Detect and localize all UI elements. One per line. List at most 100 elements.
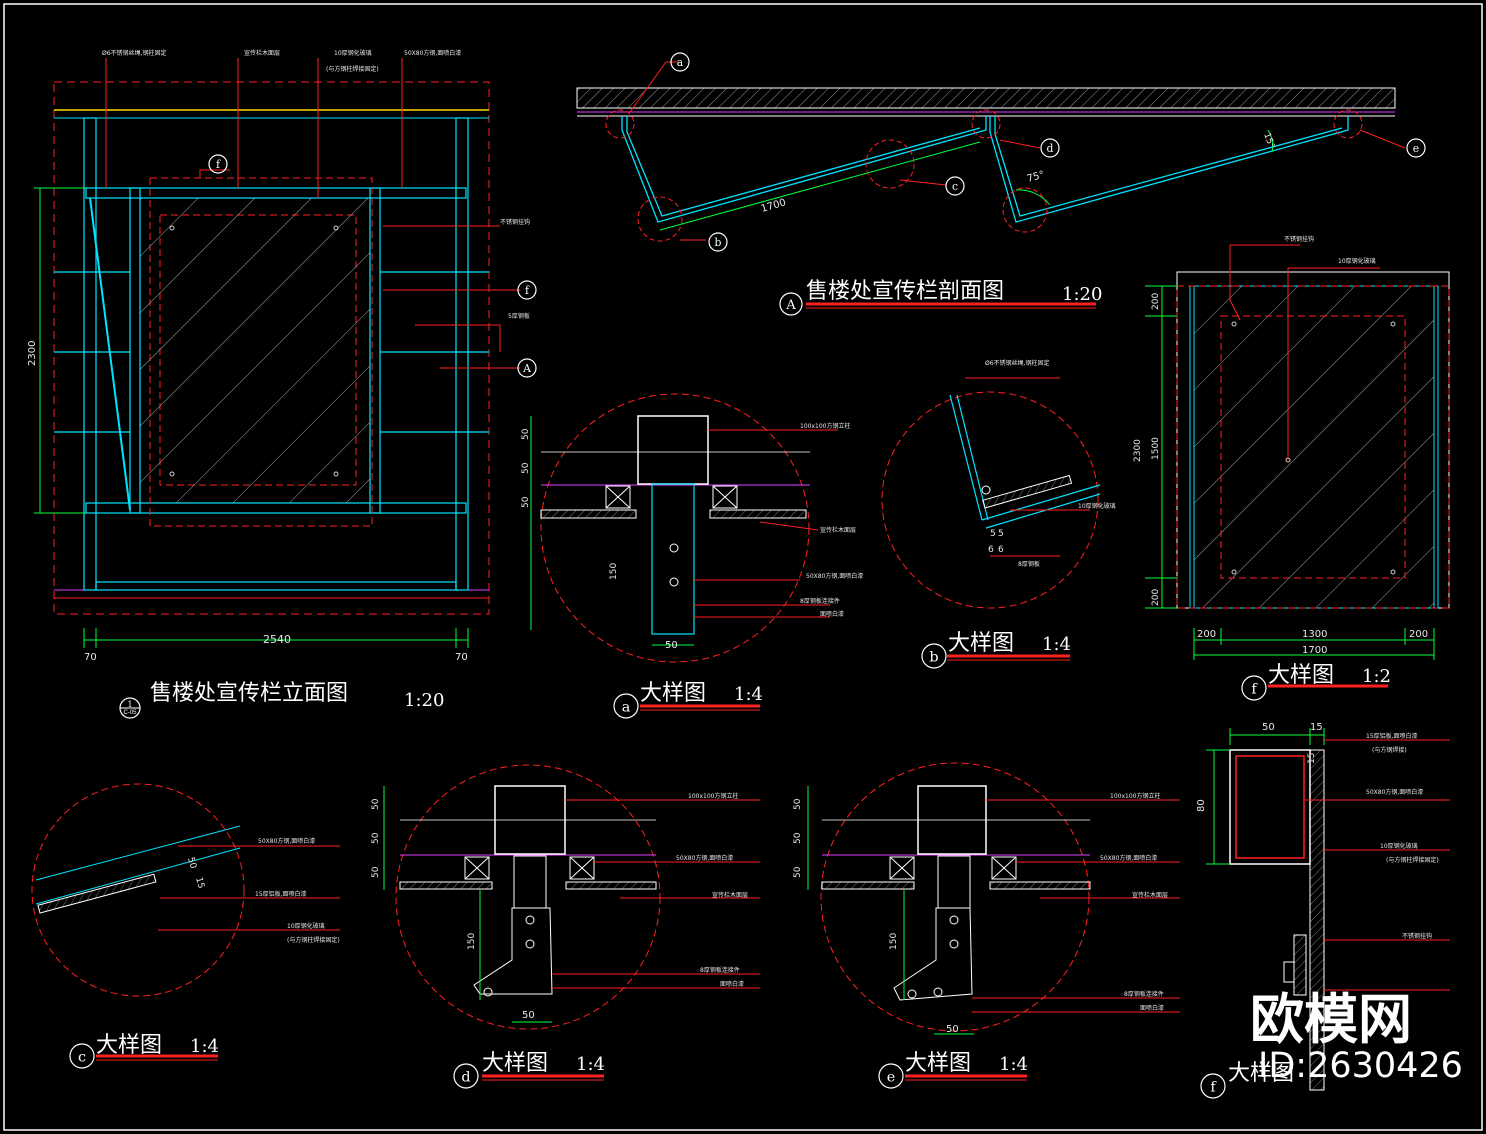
tag-elevation-sub: C-05 (123, 710, 137, 716)
section-scale: 1:20 (1062, 284, 1102, 305)
tag-elev-f2-circle (517, 280, 537, 300)
detail-f-dim-htotal: 2300 (1133, 439, 1143, 462)
detail-f2-dim1: 50 (1262, 722, 1275, 733)
dim-right: 70 (455, 652, 468, 663)
tag-detail-d-circle (453, 1063, 479, 1089)
section-title: 售楼处宣传栏剖面图 (806, 279, 1004, 304)
note-glass-b: (与方钢柱焊接固定) (326, 65, 379, 73)
detail-d-note3: 宣传栏木面层 (712, 891, 748, 899)
watermark-brand: 欧模网 (1250, 988, 1412, 1051)
tag-sec-d-circle (1040, 138, 1060, 158)
detail-d-dim5: 50 (522, 1010, 535, 1021)
detail-f2-note4: 不锈钢挂钩 (1402, 932, 1432, 940)
detail-b-dim4: 6 (998, 545, 1004, 555)
detail-b-dim2: 5 (998, 529, 1004, 539)
detail-a-title: 大样图 (640, 681, 706, 706)
detail-e-dim4: 150 (889, 933, 899, 950)
tag-elev-f-label: f (216, 158, 221, 171)
tag-sec-d-label: d (1047, 142, 1054, 155)
detail-c-dim2: 15 (193, 876, 206, 890)
tag-sec-a-label: a (677, 56, 684, 69)
detail-c-title: 大样图 (96, 1033, 162, 1058)
detail-b (881, 377, 1101, 661)
detail-e-note5: 面喷白漆 (1140, 1004, 1164, 1012)
detail-b-note2: 10厚钢化玻璃 (1078, 502, 1116, 510)
detail-e-dim2: 50 (793, 832, 803, 844)
detail-e-dim3: 50 (793, 866, 803, 878)
tag-sec-b-label: b (715, 236, 722, 249)
detail-b-dim1: 5 (990, 529, 996, 539)
detail-d-dim3: 50 (371, 866, 381, 878)
detail-a-note2: 宣传栏木面层 (820, 526, 856, 534)
tag-detail-f2-label: f (1210, 1079, 1217, 1095)
tag-elevation-label: 1 (127, 700, 132, 709)
detail-b-dim3: 6 (988, 545, 994, 555)
tag-sec-c-label: c (952, 180, 958, 193)
detail-f2-note1b: (与方钢焊接) (1372, 746, 1407, 754)
detail-e-note1: 100x100方钢立柱 (1110, 792, 1160, 800)
section-angle1: 75° (1026, 169, 1046, 184)
tag-sec-a-circle (670, 52, 690, 72)
detail-f-dim-h3: 200 (1151, 589, 1161, 606)
detail-d-dim2: 50 (371, 832, 381, 844)
detail-f-elevation (1145, 244, 1450, 688)
note-rope: Ø6不锈钢丝绳,钢柱固定 (102, 49, 166, 57)
tag-detail-a-circle (613, 693, 639, 719)
detail-f-note1: 不锈钢挂钩 (1284, 235, 1314, 243)
detail-e-note3: 宣传栏木面层 (1132, 891, 1168, 899)
detail-f-dim-w2: 1300 (1302, 629, 1327, 640)
detail-a-dim1: 50 (521, 428, 531, 440)
detail-f2-dim4: 15 (1307, 753, 1317, 764)
detail-c-note3b: (与方钢柱焊接固定) (287, 936, 340, 944)
section-dim: 1700 (760, 197, 787, 215)
detail-b-note3: 8厚钢板 (1018, 560, 1040, 568)
detail-f-note2: 10厚钢化玻璃 (1338, 257, 1376, 265)
detail-f2-dim2: 15 (1310, 722, 1323, 733)
detail-e-dim5: 50 (946, 1024, 959, 1035)
detail-a-dim2: 50 (521, 462, 531, 474)
tag-detail-b-label: b (929, 649, 938, 665)
detail-d-note2: 50X80方钢,面喷白漆 (676, 854, 733, 862)
detail-e-scale: 1:4 (999, 1054, 1028, 1075)
elevation-view (34, 58, 520, 648)
tag-elev-f-circle (208, 154, 228, 174)
tag-detail-c-circle (69, 1043, 95, 1069)
detail-f-dim-h1: 200 (1151, 293, 1161, 310)
note-plate: 5厚钢板 (508, 312, 530, 320)
elevation-title: 售楼处宣传栏立面图 (150, 681, 348, 706)
detail-e-dim1: 50 (793, 798, 803, 810)
tag-sec-b-circle (708, 232, 728, 252)
detail-f2-note3: 10厚钢化玻璃 (1380, 842, 1418, 850)
detail-d-title: 大样图 (482, 1051, 548, 1076)
detail-b-note1: Ø6不锈钢丝绳,钢柱固定 (985, 359, 1049, 367)
sheet-border (3, 3, 1483, 1131)
detail-e (807, 762, 1180, 1081)
detail-c (31, 783, 340, 1061)
detail-a-note3: 50X80方钢,面喷白漆 (806, 572, 863, 580)
detail-c-scale: 1:4 (190, 1036, 219, 1057)
detail-d (383, 764, 760, 1081)
tag-elev-A-circle (517, 358, 537, 378)
detail-d-note1: 100x100方钢立柱 (688, 792, 738, 800)
detail-f2-note1: 15厚铝板,面喷白漆 (1366, 732, 1418, 740)
detail-f2-note2: 50X80方钢,面喷白漆 (1366, 788, 1423, 796)
detail-c-note2: 15厚铝板,面喷白漆 (255, 890, 307, 898)
detail-f2-dim3: 80 (1196, 799, 1207, 812)
detail-f-section (1206, 728, 1450, 1091)
detail-d-scale: 1:4 (576, 1054, 605, 1075)
detail-f-dim-h2: 1500 (1151, 437, 1161, 460)
tag-section-A-label: A (785, 298, 796, 313)
tag-detail-e-label: e (887, 1069, 896, 1085)
detail-e-note4: 8厚钢板连接件 (1124, 990, 1164, 998)
detail-a-dim3: 50 (521, 496, 531, 508)
tag-detail-f-circle (1241, 675, 1267, 701)
tag-detail-d-label: d (461, 1069, 470, 1085)
detail-a-note4: 8厚钢板连接件 (800, 597, 840, 605)
tag-detail-e-circle (878, 1063, 904, 1089)
tag-detail-f-label: f (1251, 681, 1258, 697)
detail-d-note5: 面喷白漆 (720, 980, 744, 988)
detail-a-dim4: 150 (609, 563, 619, 580)
tag-detail-b-circle (921, 643, 947, 669)
